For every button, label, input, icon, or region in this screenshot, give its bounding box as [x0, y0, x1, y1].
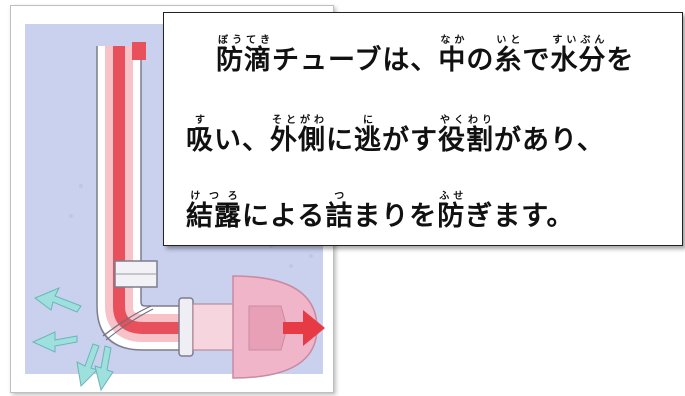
text-segment: を: [606, 45, 635, 76]
callout-line-2: 吸すい、外側そとがわに逃にがす役割やくわりがあり、: [164, 115, 682, 157]
ruby-word: 糸いと: [494, 35, 523, 76]
ruby-word: 結露けつろ: [186, 191, 242, 232]
furigana: そとがわ: [270, 115, 326, 126]
output-arrow: [283, 310, 325, 346]
explanation-callout: 防滴ぼうてきチューブは、中なかの糸いとで水分すいぶんを 吸すい、外側そとがわに逃…: [163, 12, 683, 246]
text-segment: で: [522, 45, 551, 76]
ruby-word: 役割やくわり: [438, 115, 494, 156]
ruby-word: 吸す: [186, 115, 214, 156]
vapor-arrow: [76, 343, 100, 388]
ruby-word: 防滴ぼうてき: [216, 35, 272, 76]
ruby-word: 外側そとがわ: [270, 115, 326, 156]
text-segment: による: [242, 201, 326, 232]
furigana: けつろ: [186, 191, 242, 202]
furigana: す: [186, 115, 214, 126]
tube-top-tip: [132, 42, 146, 60]
furigana: いと: [494, 35, 523, 46]
text-segment: ぎます。: [465, 201, 575, 232]
furigana: ぼうてき: [216, 35, 272, 46]
furigana: つ: [325, 191, 354, 202]
furigana: に: [354, 115, 382, 126]
text-segment: の: [466, 45, 495, 76]
ruby-word: 防ふせ: [437, 191, 466, 232]
furigana: ふせ: [437, 191, 466, 202]
callout-line-3: 結露けつろによる詰つまりを防ふせぎます。: [164, 191, 682, 233]
furigana: なか: [438, 35, 467, 46]
connector-ring: [178, 297, 194, 357]
text-segment: い、: [214, 125, 270, 156]
callout-line-1: 防滴ぼうてきチューブは、中なかの糸いとで水分すいぶんを: [164, 35, 682, 77]
vapor-arrow: [94, 345, 114, 392]
text-segment: チューブは、: [272, 45, 439, 76]
fiber-strand: [102, 305, 152, 337]
text-segment: に: [326, 125, 354, 156]
vapor-arrow: [34, 287, 82, 313]
furigana: やくわり: [438, 115, 494, 126]
vapor-arrow: [31, 331, 78, 353]
text-segment: があり、: [494, 125, 605, 156]
text-segment: がす: [382, 125, 438, 156]
ruby-word: 詰つ: [325, 191, 354, 232]
ruby-word: 水分すいぶん: [550, 35, 607, 76]
ruby-word: 中なか: [438, 35, 467, 76]
vapor-arrows: [31, 287, 114, 392]
tube-body: [96, 46, 183, 351]
furigana: すいぶん: [550, 35, 607, 46]
ruby-word: 逃に: [354, 115, 382, 156]
text-segment: まりを: [353, 201, 438, 232]
